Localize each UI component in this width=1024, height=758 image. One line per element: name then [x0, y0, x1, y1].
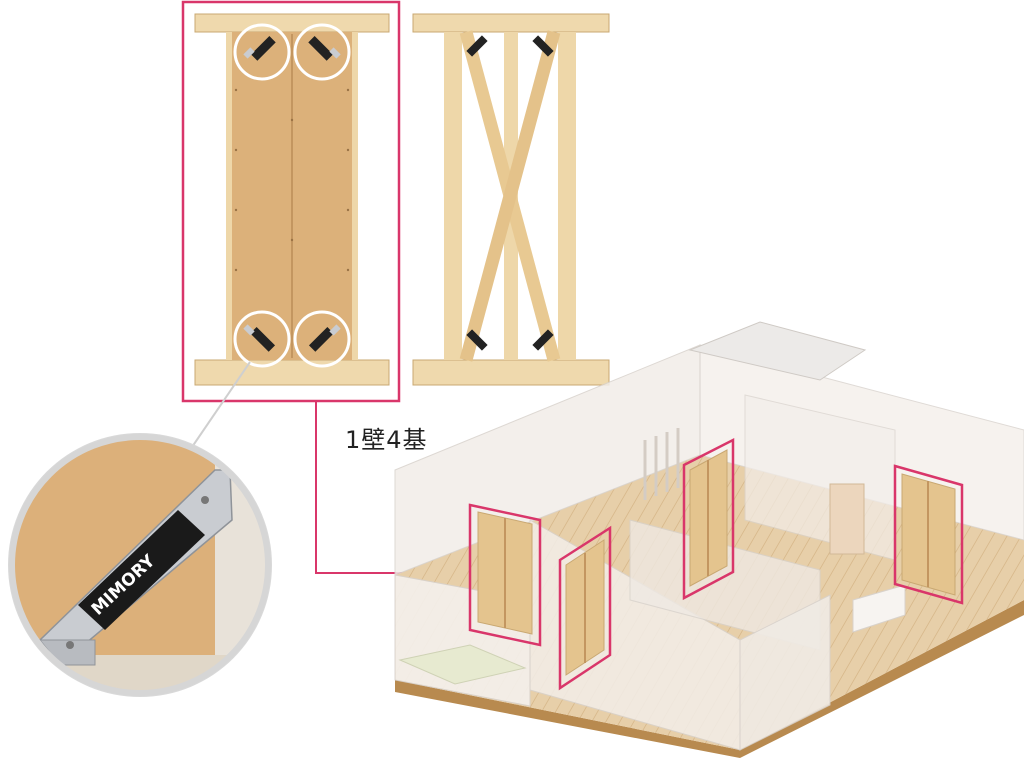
damper-bracket-icon [78, 510, 205, 630]
upper-roof [688, 321, 867, 381]
floor-slab-edge [395, 600, 1024, 758]
damper-bottom-right [293, 310, 351, 368]
braced-right-stud [558, 32, 576, 360]
damper-top-right [293, 23, 351, 81]
damper-bottom-left [233, 310, 291, 368]
panel-highlight-frame [181, 0, 401, 403]
cabinet [852, 584, 906, 633]
partition-c [739, 594, 831, 751]
braced-dampers [466, 35, 554, 351]
braced-top-plate [412, 13, 610, 33]
house-isometric [394, 321, 1024, 758]
caption-one-wall-four-units: 1壁4基 [345, 426, 428, 454]
braced-wall-panel [412, 13, 610, 386]
magnifier-detail-icon: MIMORY [8, 433, 272, 697]
tatami-room [398, 644, 527, 685]
stair-rails [643, 428, 680, 500]
top-plate [194, 13, 390, 33]
brace-diagonal-b [459, 30, 561, 362]
bottom-plate [194, 359, 390, 386]
nail-dots [234, 88, 350, 272]
plywood-wall-panel [181, 0, 401, 403]
house-damper-wall-4 [893, 464, 964, 605]
damper-top-left [233, 23, 291, 81]
house-damper-wall-1 [468, 503, 542, 647]
zoom-leader-line [189, 361, 251, 451]
house-damper-wall-3 [682, 437, 735, 601]
braced-bottom-plate [412, 359, 610, 386]
door-panel [829, 483, 865, 555]
braced-left-stud [444, 32, 462, 360]
house-damper-wall-2 [558, 525, 612, 691]
